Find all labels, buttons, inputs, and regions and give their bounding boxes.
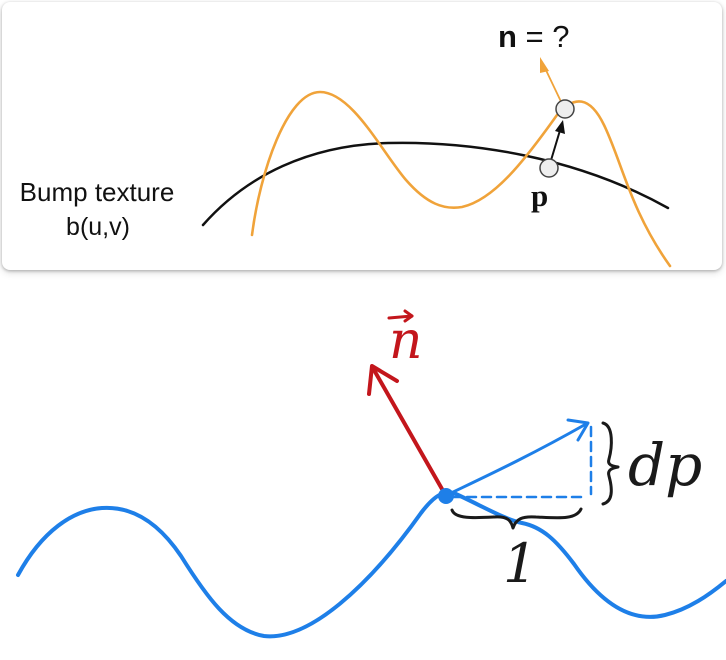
dp-label: dp: [628, 431, 702, 499]
bump-texture-function: b(u,v): [66, 213, 130, 241]
point-label: p: [531, 178, 548, 213]
slope-normal-diagram: n dp 1: [0, 278, 726, 660]
surface-point-marker: [539, 158, 559, 178]
one-label: 1: [503, 532, 537, 595]
tangent-arrow-head: [566, 418, 590, 442]
normal-question-bold: n: [498, 19, 517, 54]
base-surface-curve: [201, 141, 670, 227]
bump-texture-panel: n = ? p Bump texture b(u,v): [2, 2, 722, 270]
tangent-arrow-line: [447, 422, 588, 496]
bump-texture-diagram: n = ? p Bump texture b(u,v): [20, 19, 672, 268]
normal-arrow-head: [367, 364, 399, 396]
normal-arrow-line: [372, 368, 448, 498]
surface-curve: [16, 490, 726, 639]
normal-question-label: n = ?: [498, 19, 570, 54]
bump-texture-title: Bump texture: [20, 177, 175, 207]
displacement-arrow-head: [555, 120, 565, 134]
bump-texture-curve: [250, 90, 672, 268]
normal-question-rest: = ?: [517, 19, 570, 54]
slope-normal-drawing: n dp 1: [16, 309, 726, 639]
tangent-point-marker: [438, 488, 454, 504]
displaced-point-marker: [555, 99, 575, 119]
normal-vector-arrow-accent: [387, 314, 414, 320]
one-brace: [450, 507, 583, 530]
normal-vector-arrow-accent-head: [403, 309, 414, 323]
dp-brace: [601, 421, 620, 506]
bump-normal-arrow-head: [540, 57, 549, 73]
